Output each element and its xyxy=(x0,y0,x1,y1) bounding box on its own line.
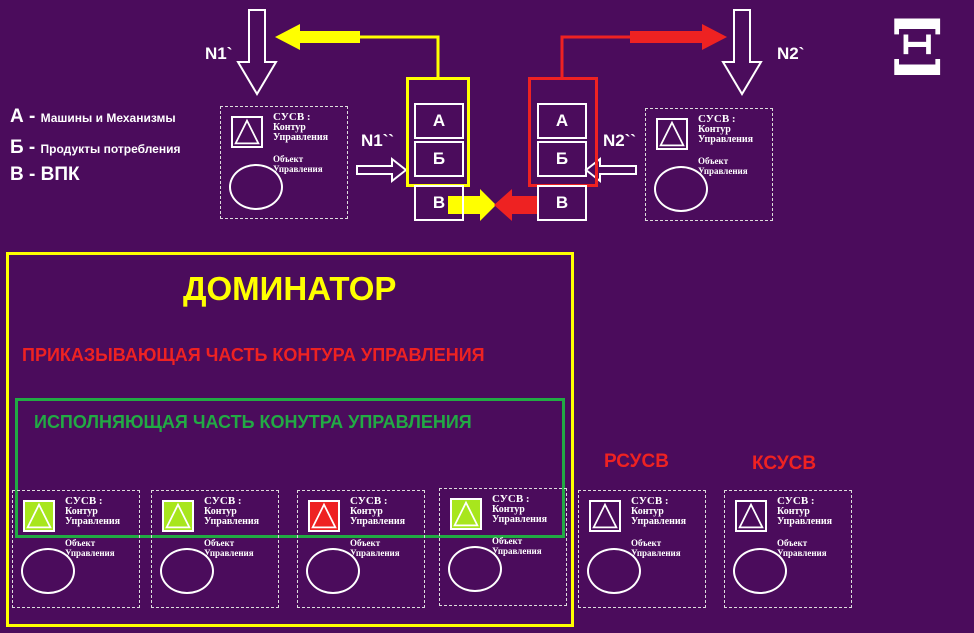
label-n1-double: N1`` xyxy=(361,131,395,150)
triangle-icon xyxy=(656,118,688,150)
rsucv-label: РСУСВ xyxy=(604,451,669,472)
legend-a: А - Машины и Механизмы xyxy=(10,106,176,128)
legend-a-text: Машины и Механизмы xyxy=(40,111,176,125)
legend-b: Б - Продукты потребления xyxy=(10,137,180,159)
connector-arrows xyxy=(236,9,763,221)
yellow-arrow-left xyxy=(275,24,360,50)
red-exchange-arrow xyxy=(494,189,538,221)
triangle-icon xyxy=(589,500,621,532)
object-circle xyxy=(448,546,502,592)
object-circle xyxy=(229,164,283,210)
object-circle xyxy=(21,548,75,594)
label-n1-prime: N1` xyxy=(205,44,233,63)
n1-inflow-arrow xyxy=(356,156,408,184)
label-n2-double: N2`` xyxy=(603,131,637,150)
exec-part-frame xyxy=(15,398,565,538)
object-circle xyxy=(160,548,214,594)
right-stack-v: В xyxy=(537,185,587,221)
right-stack-a: А xyxy=(537,103,587,139)
n2-inflow-arrow xyxy=(584,156,637,184)
triangle-icon xyxy=(231,116,263,148)
object-circle xyxy=(306,548,360,594)
dominator-frame xyxy=(6,252,574,627)
right-stack-b: Б xyxy=(537,141,587,177)
left-stack-v: В xyxy=(414,185,464,221)
object-circle xyxy=(733,548,787,594)
ksucv-label: КСУСВ xyxy=(752,453,817,474)
dominator-title: ДОМИНАТОР xyxy=(183,270,397,307)
left-stack-b: Б xyxy=(414,141,464,177)
legend-v: В - ВПК xyxy=(10,164,80,185)
n2-down-arrow xyxy=(721,9,763,96)
command-part-label: ПРИКАЗЫВАЮЩАЯ ЧАСТЬ КОНТУРА УПРАВЛЕНИЯ xyxy=(22,345,485,365)
yellow-connector-line xyxy=(358,35,440,78)
label-n2-prime: N2` xyxy=(777,44,805,63)
triangle-icon xyxy=(450,498,482,530)
red-connector-line xyxy=(560,35,640,78)
yellow-exchange-arrow xyxy=(448,189,496,221)
red-arrow-right xyxy=(630,24,727,50)
object-circle xyxy=(587,548,641,594)
object-circle xyxy=(654,166,708,212)
legend-b-text: Продукты потребления xyxy=(40,142,181,156)
triangle-icon xyxy=(23,500,55,532)
left-stack-a: А xyxy=(414,103,464,139)
exec-part-label: ИСПОЛНЯЮЩАЯ ЧАСТЬ КОНУТРА УПРАВЛЕНИЯ xyxy=(34,412,472,432)
legend-a-letter: А - xyxy=(10,106,36,127)
triangle-icon xyxy=(308,500,340,532)
xi-symbol: Ξ xyxy=(890,3,945,94)
triangle-icon xyxy=(735,500,767,532)
legend-b-letter: Б - xyxy=(10,137,36,158)
n1-down-arrow xyxy=(236,9,278,96)
triangle-icon xyxy=(162,500,194,532)
